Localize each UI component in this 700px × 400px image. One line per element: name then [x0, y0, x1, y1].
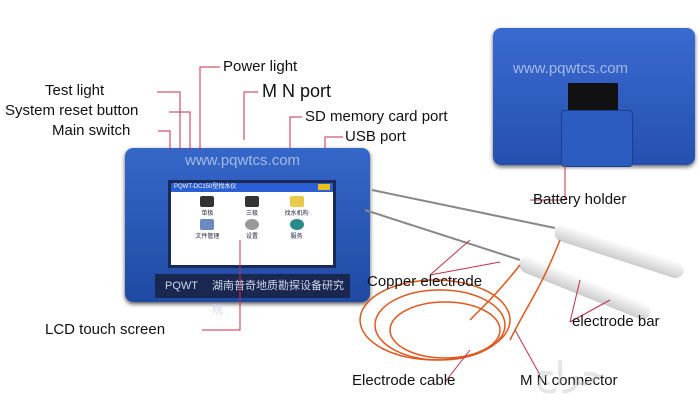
- device-front: www.pqwtcs.com PQWT-DC150型找水仪 单极 三极 找水机构…: [125, 148, 370, 316]
- device-label-plate: [568, 83, 618, 113]
- label-usb-port: USB port: [345, 128, 406, 145]
- label-electrode-bar: electrode bar: [572, 313, 660, 330]
- label-battery-holder: Battery holder: [533, 191, 627, 208]
- label-test-light: Test light: [45, 82, 105, 99]
- site-watermark: حراج: [535, 356, 602, 392]
- battery-holder: [561, 110, 633, 167]
- label-copper-electrode: Copper electrode: [367, 273, 483, 290]
- label-sd-port: SD memory card port: [305, 108, 448, 125]
- screen-title-bar: PQWT-DC150型找水仪: [171, 183, 333, 192]
- brand-panel: PQWT 湖南普奇地质勘探设备研究院: [155, 274, 350, 316]
- app-icon: 三极: [230, 196, 275, 217]
- company-name: 湖南普奇地质勘探设备研究院: [212, 280, 344, 316]
- app-icon: 文件管理: [185, 219, 230, 240]
- phone-icon: 服务: [274, 219, 319, 240]
- label-mn-connector: M N connector: [520, 372, 618, 389]
- label-main-switch: Main switch: [52, 122, 131, 139]
- label-power-light: Power light: [223, 58, 298, 75]
- label-electrode-cable: Electrode cable: [352, 372, 456, 389]
- label-system-reset: System reset button: [5, 102, 139, 119]
- label-mn-port: M N port: [262, 81, 332, 101]
- battery-icon: [318, 184, 330, 190]
- watermark: www.pqwtcs.com: [513, 60, 629, 77]
- lcd-screen: PQWT-DC150型找水仪 单极 三极 找水机构 文件管理 设置 服务: [168, 180, 336, 268]
- app-icon: 找水机构: [274, 196, 319, 217]
- app-icon: 单极: [185, 196, 230, 217]
- watermark: www.pqwtcs.com: [185, 152, 301, 169]
- electrode-cable: [359, 239, 561, 361]
- gear-icon: 设置: [230, 219, 275, 240]
- screen-title: PQWT-DC150型找水仪: [174, 184, 237, 190]
- brand-logo: PQWT: [165, 280, 198, 292]
- device-back: www.pqwtcs.com: [493, 28, 695, 167]
- label-lcd: LCD touch screen: [45, 321, 166, 338]
